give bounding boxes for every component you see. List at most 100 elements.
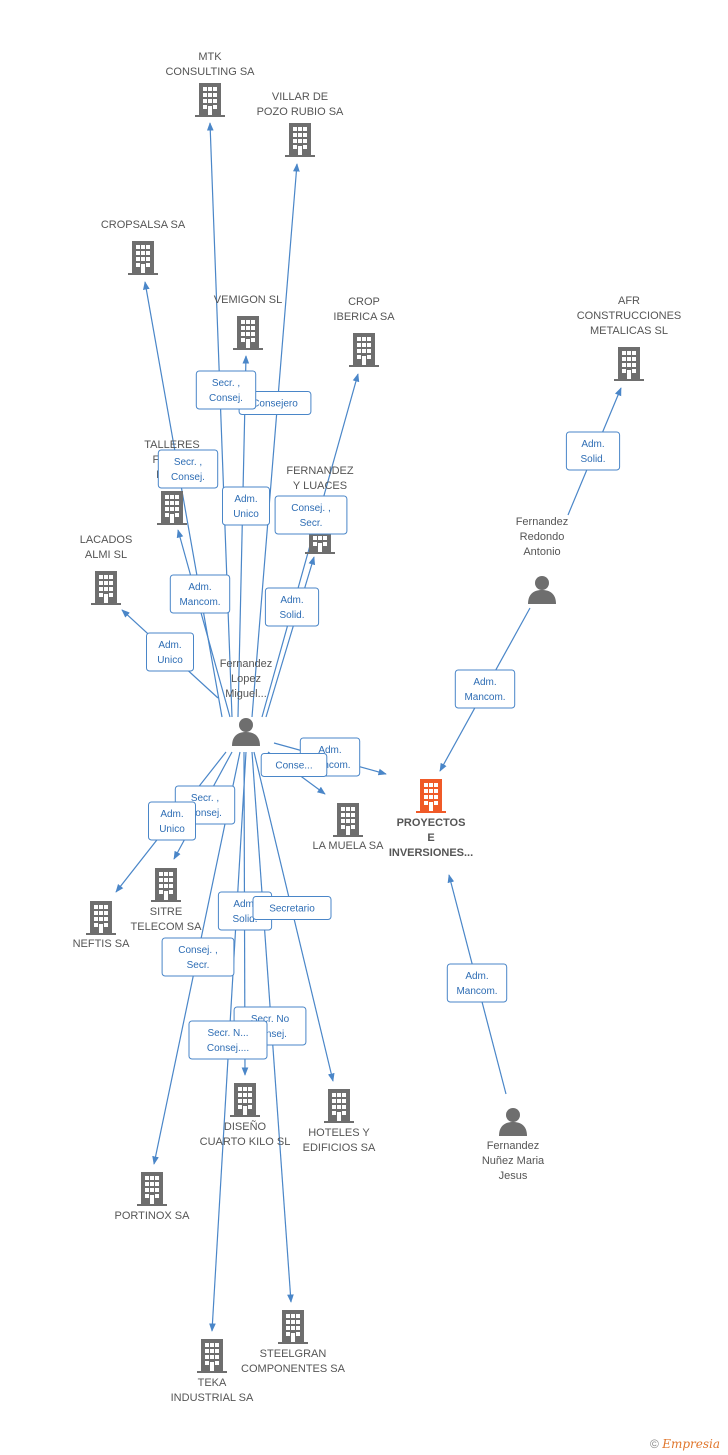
edge-flopez-vemigon [237, 355, 250, 718]
role-text: Secr. , [174, 457, 202, 468]
role-text: Consej. , [178, 945, 217, 956]
role-badge-vemigon[interactable]: Secr. ,Consej. [195, 370, 257, 410]
edge-flopez-villar [251, 163, 300, 718]
building-icon [230, 1083, 260, 1117]
node-label: POZO RUBIO SA [257, 106, 344, 118]
node-label: STEELGRAN [260, 1348, 327, 1360]
node-label: CROP [348, 296, 380, 308]
person-icon [232, 718, 260, 746]
node-portinox[interactable]: PORTINOX SA [115, 1172, 191, 1222]
role-text: Adm. [160, 809, 183, 820]
node-label: Fernandez [487, 1140, 540, 1152]
role-badge-proyectos[interactable]: Adm.Mancom. [454, 669, 516, 709]
person-icon [528, 576, 556, 604]
role-badge-teka[interactable]: Secr. N... Consej.... [188, 1020, 268, 1060]
node-fernluaces[interactable]: FERNANDEZ Y LUACES [286, 465, 354, 554]
role-badge-lacados[interactable]: Adm.Unico [146, 632, 194, 672]
node-neftis[interactable]: NEFTIS SA [73, 901, 131, 950]
role-text: Adm. [581, 439, 604, 450]
node-label: CUARTO KILO SL [200, 1136, 291, 1148]
building-icon [614, 347, 644, 381]
node-label: ALMI SL [85, 549, 127, 561]
node-label: VEMIGON SL [214, 294, 282, 306]
node-flopez[interactable]: FernandezLopezMiguel... [220, 658, 273, 746]
node-label: LA MUELA SA [313, 840, 385, 852]
role-text: Consej. [209, 393, 243, 404]
node-label: Y LUACES [293, 480, 347, 492]
node-label: Nuñez Maria [482, 1155, 545, 1167]
role-text: Consejero [252, 399, 298, 410]
role-text: Adm. [234, 494, 257, 505]
node-label: INVERSIONES... [389, 847, 473, 859]
node-label: AFR [618, 295, 640, 307]
building-icon [86, 901, 116, 935]
role-badge-extra[interactable]: Secr. ,Consej. [157, 449, 219, 489]
node-label: MTK [198, 51, 222, 63]
role-text: Secr. No [251, 1014, 290, 1025]
role-badge-hoteles[interactable]: Secretario [252, 896, 332, 920]
role-text: Consej. [188, 808, 222, 819]
role-badge-proyectos[interactable]: Adm.Mancom. [446, 963, 508, 1003]
node-hoteles[interactable]: HOTELES Y EDIFICIOS SA [303, 1089, 376, 1154]
role-badge-afr[interactable]: Adm.Solid. [565, 431, 621, 471]
role-text: Consej. , [291, 503, 330, 514]
brand-logo[interactable]: Empresia [662, 1437, 720, 1451]
role-text: Consej. [253, 1029, 287, 1040]
role-text: Adm. [473, 677, 496, 688]
node-label: SITRE [150, 906, 182, 918]
role-text: Secr. N... [207, 1028, 248, 1039]
node-label: PORTINOX SA [115, 1210, 191, 1222]
node-label: VILLAR DE [272, 91, 328, 103]
node-label: TALLERES [144, 439, 199, 451]
node-villar[interactable]: VILLAR DE POZO RUBIO SA [257, 91, 344, 157]
role-badge-lamuela[interactable]: Conse... [260, 753, 328, 777]
node-lamuela[interactable]: LA MUELA SA [313, 803, 385, 852]
building-icon [157, 491, 187, 525]
role-text: Adm. [465, 971, 488, 982]
node-proyectos[interactable]: PROYECTOSEINVERSIONES... [389, 779, 473, 859]
role-badge-extra[interactable]: Adm.Unico [222, 486, 270, 526]
role-badge-neftis[interactable]: Adm.Unico [148, 801, 196, 841]
node-label: EDIFICIOS SA [303, 1142, 376, 1154]
building-icon [278, 1310, 308, 1344]
node-afr[interactable]: AFR CONSTRUCCIONES METALICAS SL [577, 295, 682, 381]
node-label: METALICAS SL [590, 325, 668, 337]
role-text: Solid. [279, 610, 304, 621]
node-label: Redondo [520, 531, 565, 543]
node-label: CROPSALSA SA [101, 219, 186, 231]
building-icon [137, 1172, 167, 1206]
edge-flopez-mtk [206, 122, 233, 718]
role-badge-fernluaces[interactable]: Consej. ,Secr. [274, 495, 348, 535]
node-steelgran[interactable]: STEELGRAN COMPONENTES SA [241, 1310, 346, 1375]
node-label: E [427, 832, 434, 844]
node-cropsalsa[interactable]: CROPSALSA SA [101, 219, 186, 275]
role-text: Adm. [318, 745, 341, 756]
role-text: Solid. [232, 914, 257, 925]
role-badge-portinox[interactable]: Consej. , Secr. [161, 937, 235, 977]
node-vemigon[interactable]: VEMIGON SL [214, 294, 282, 350]
role-badge-crop[interactable]: Adm.Solid. [264, 587, 320, 627]
building-icon [285, 123, 315, 157]
role-text: Secr. [187, 960, 210, 971]
building-icon [195, 83, 225, 117]
role-badge-talleres[interactable]: Adm.Mancom. [169, 574, 231, 614]
node-label: HOTELES Y [308, 1127, 370, 1139]
building-icon [333, 803, 363, 837]
node-label: Miguel... [225, 688, 267, 700]
building-icon [233, 316, 263, 350]
node-label: COMPONENTES SA [241, 1363, 346, 1375]
role-text: Consej.... [207, 1043, 249, 1054]
node-label: FERNANDEZ [286, 465, 354, 477]
role-text: Unico [157, 655, 183, 666]
copyright-icon: © [650, 1437, 659, 1451]
node-label: CONSTRUCCIONES [577, 310, 682, 322]
